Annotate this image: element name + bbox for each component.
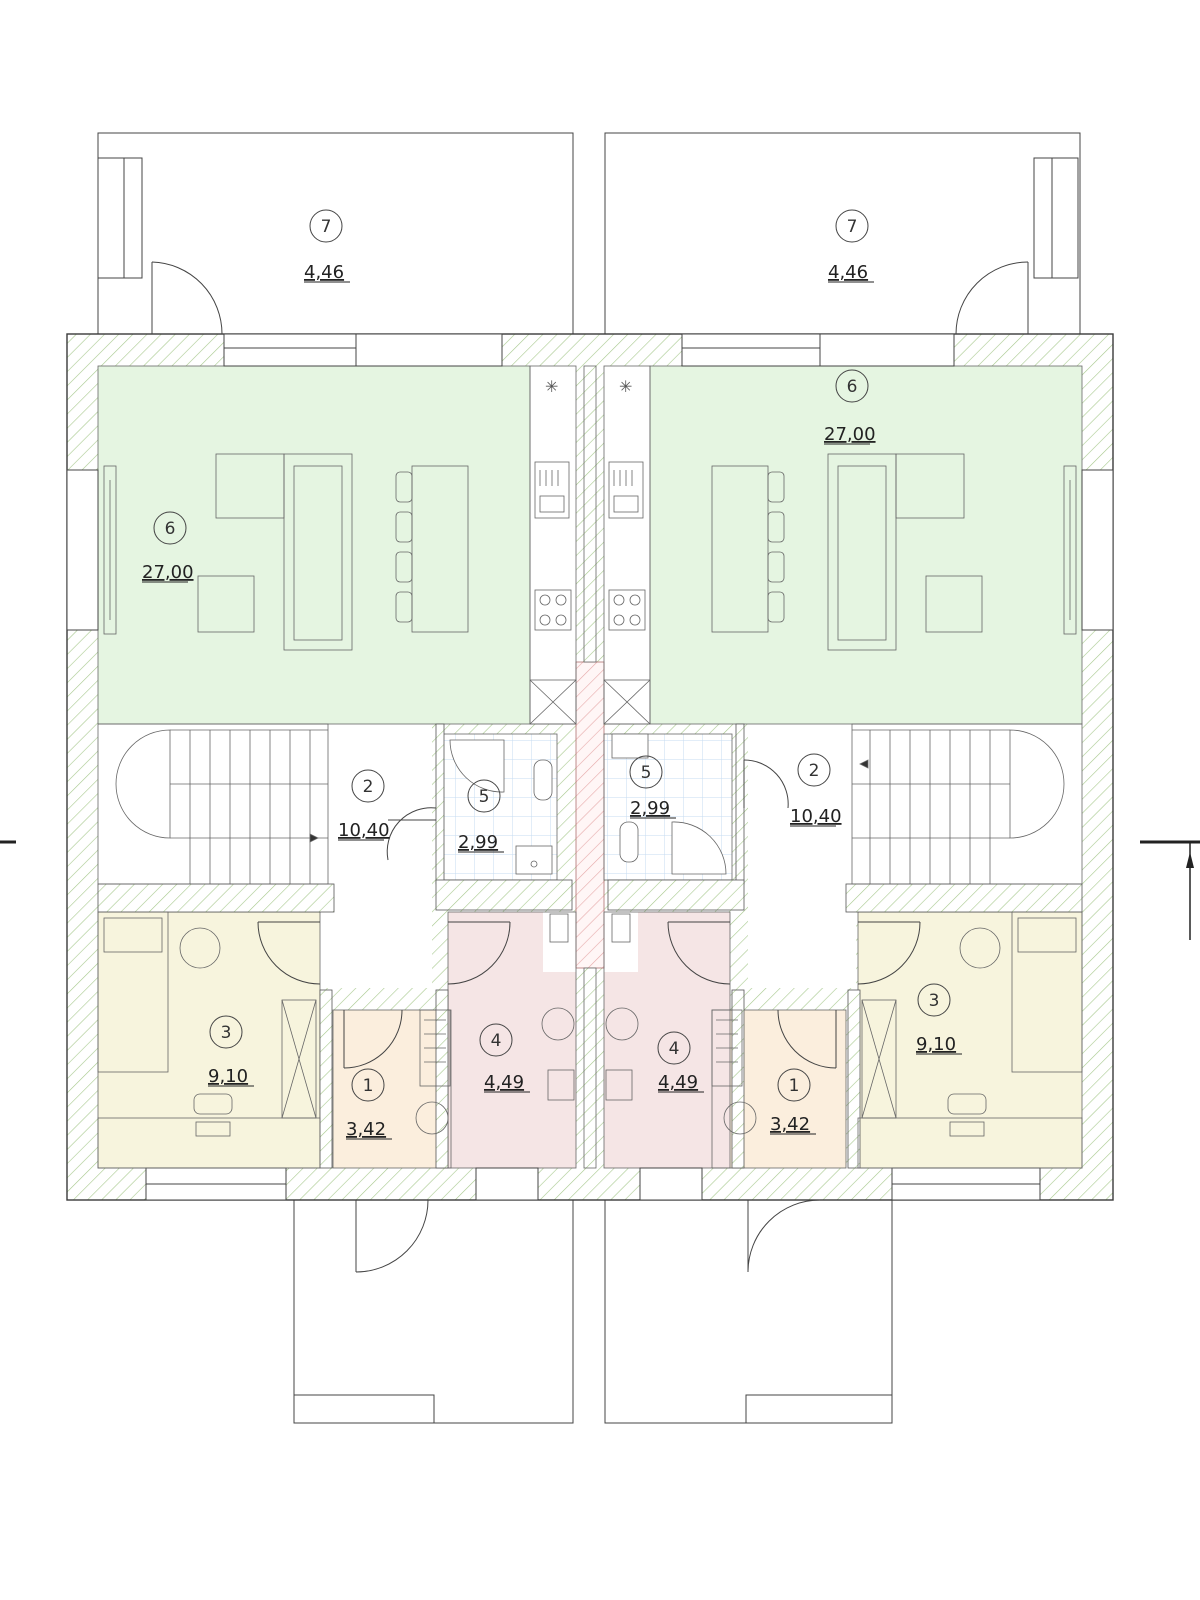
- section-marker-right: [1140, 840, 1200, 940]
- party-wall-lower: [583, 967, 597, 1169]
- stair-right: [851, 723, 1083, 885]
- entry-right-number-circle: [777, 1068, 811, 1102]
- bath-fixtures-right: [611, 733, 727, 875]
- hall-left-lower: [320, 884, 432, 988]
- hall-right-lower: [748, 884, 856, 988]
- hall-left-area: 10,40: [338, 820, 390, 841]
- bath-fixtures-left: [449, 739, 553, 875]
- terrace-left-number: 7: [321, 217, 332, 237]
- wc-left-number-circle: [479, 1023, 513, 1057]
- bath-left-number: 5: [479, 787, 490, 807]
- room-labels: 1 3,42 2 10,40 3 9,10 4 4,49 5 2,99 6 27,00 7 4,46 1 3,…: [142, 209, 962, 1140]
- terrace-right-number: 7: [847, 217, 858, 237]
- bedroom-left-floor: [98, 912, 320, 1168]
- kitchen-right: ✳: [603, 365, 651, 725]
- bedroom-left-number-circle: [209, 1015, 243, 1049]
- bath-right-number-circle: [629, 755, 663, 789]
- terrace-doors: [151, 261, 1029, 1273]
- bath-left-area: 2,99: [458, 832, 498, 853]
- living-furniture-right: [711, 453, 1077, 651]
- porch-right: [604, 1198, 893, 1424]
- kitchen-left-floor: [530, 366, 576, 724]
- terrace-right: [604, 132, 1081, 334]
- living-left-area: 27,00: [142, 562, 194, 583]
- wc-right-number-circle: [657, 1031, 691, 1065]
- living-right-number-circle: [835, 369, 869, 403]
- hall-right-area: 10,40: [790, 806, 842, 827]
- hall-right-number-circle: [797, 753, 831, 787]
- bedroom-left-number: 3: [221, 1023, 232, 1043]
- svg-text:✳: ✳: [619, 377, 632, 396]
- entry-fixtures-right: [605, 913, 757, 1135]
- wc-left-area: 4,49: [484, 1072, 524, 1093]
- wc-left-number: 4: [491, 1031, 502, 1051]
- windows: [66, 333, 1114, 1201]
- living-right-area: 27,00: [824, 424, 876, 445]
- entry-right-number: 1: [789, 1076, 800, 1096]
- terrace-right-area: 4,46: [828, 262, 868, 283]
- living-furniture-left: [103, 453, 469, 651]
- entry-fixtures-left: [415, 913, 575, 1135]
- stair-left: [97, 723, 329, 885]
- bedroom-right-area: 9,10: [916, 1034, 956, 1055]
- bedroom-furniture-left: [97, 911, 321, 1169]
- bath-left-number-circle: [467, 779, 501, 813]
- kitchen-right-floor: [604, 366, 650, 724]
- living-right-floor: [650, 366, 1082, 724]
- svg-text:✳: ✳: [545, 377, 558, 396]
- terrace-right-number-circle: [835, 209, 869, 243]
- hall-right-floor: [748, 724, 1082, 884]
- living-left-floor: [98, 366, 530, 724]
- hall-left-floor: [98, 724, 432, 884]
- interior-wall-bands: [97, 723, 1083, 1169]
- hall-left-number-circle: [351, 769, 385, 803]
- wc-right-number: 4: [669, 1039, 680, 1059]
- entry-left-number-circle: [351, 1068, 385, 1102]
- living-left-number-circle: [153, 511, 187, 545]
- bath-right-number: 5: [641, 763, 652, 783]
- bedroom-right-number-circle: [917, 983, 951, 1017]
- bath-right-area: 2,99: [630, 798, 670, 819]
- entry-right-area: 3,42: [770, 1114, 810, 1135]
- living-left-number: 6: [165, 519, 176, 539]
- hall-left-number: 2: [363, 777, 374, 797]
- wc-right-area: 4,49: [658, 1072, 698, 1093]
- bedroom-left-area: 9,10: [208, 1066, 248, 1087]
- terrace-left-number-circle: [309, 209, 343, 243]
- kitchen-left: ✳: [529, 365, 577, 725]
- party-wall: [575, 661, 605, 969]
- hall-right-number: 2: [809, 761, 820, 781]
- bedroom-furniture-right: [857, 911, 1083, 1169]
- bedroom-right-floor: [858, 912, 1082, 1168]
- living-right-number: 6: [847, 377, 858, 397]
- entry-left-number: 1: [363, 1076, 374, 1096]
- party-wall-upper: [583, 365, 597, 663]
- terrace-left: [97, 132, 574, 334]
- porch-left: [293, 1198, 574, 1424]
- terrace-left-area: 4,46: [304, 262, 344, 283]
- bedroom-right-number: 3: [929, 991, 940, 1011]
- entry-left-area: 3,42: [346, 1119, 386, 1140]
